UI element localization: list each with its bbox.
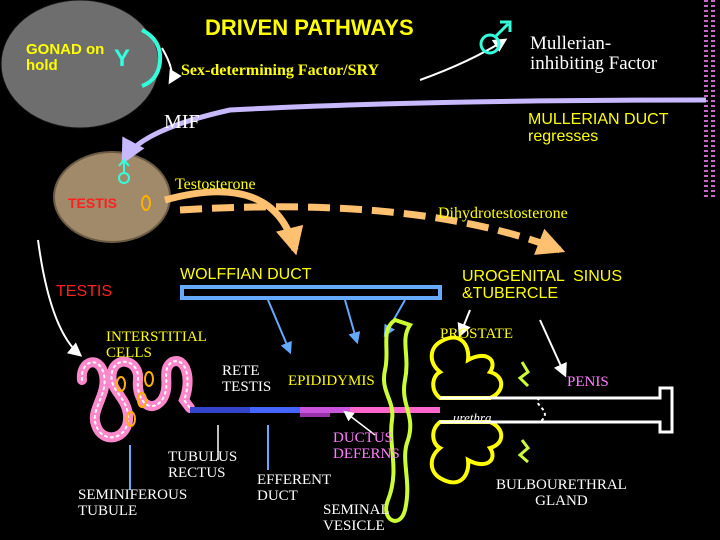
testis-male-icon	[118, 158, 130, 184]
sry-to-mis-arrow	[419, 38, 508, 81]
tubulus-label: TUBULUS RECTUS	[168, 449, 238, 481]
interstitial-label: INTERSTITIAL CELLS	[106, 329, 207, 361]
testis-label-upper: TESTIS	[68, 195, 118, 211]
prostate-lower	[429, 420, 504, 485]
testis-label-lower: TESTIS	[56, 283, 113, 300]
urethra-label: urethra	[453, 410, 492, 425]
mullerian-regress-label: MULLERIAN DUCT regresses	[528, 111, 669, 145]
y-bracket-left	[141, 28, 163, 88]
penis-label: PENIS	[567, 374, 609, 390]
epididymis-label: EPIDIDYMIS	[288, 373, 375, 389]
edge-dot-border	[704, 0, 715, 200]
page-title: DRIVEN PATHWAYS	[205, 15, 414, 40]
rete-label: RETE TESTIS	[222, 363, 272, 395]
y-symbol: Y	[114, 45, 131, 72]
efferent-label: EFFERENT DUCT	[257, 472, 332, 504]
y-to-sry-arrow	[161, 47, 182, 85]
seminiferous-tubule-outline	[80, 360, 191, 439]
interstitial-cell-4	[126, 411, 136, 427]
dht-label: Dihydrotestosterone	[438, 205, 568, 222]
testosterone-arrow	[164, 188, 304, 256]
bulbourethral-gland-bottom	[517, 439, 531, 464]
urogenital-arrow-2	[539, 319, 567, 378]
urogenital-arrow-1	[457, 309, 471, 338]
mif-arrow	[121, 97, 707, 165]
prostate	[429, 335, 504, 400]
seminal-vesicle-label: SEMINAL VESICLE	[323, 502, 390, 534]
bulbourethral-gland-top	[517, 361, 530, 388]
ductus-label: DUCTUS DEFERNS	[333, 430, 400, 462]
seminiferous-tubule-coil	[76, 356, 195, 443]
mis-label: Mullerian- inhibiting Factor	[530, 33, 658, 74]
urogenital-label: UROGENITAL SINUS &TUBERCLE	[462, 268, 623, 302]
ductus-pointer	[343, 410, 376, 436]
seminal-vesicle	[381, 317, 414, 523]
wolffian-duct-bar	[180, 285, 442, 300]
male-symbol-icon	[479, 20, 512, 55]
bulbourethral-label: BULBOURETHRAL GLAND	[496, 477, 627, 509]
urethra-fold	[536, 397, 546, 423]
seminiferous-label: SEMINIFEROUS TUBULE	[78, 487, 188, 519]
interstitial-cell-3	[137, 392, 147, 408]
urethra-tube	[440, 386, 674, 434]
prostate-label: PROSTATE	[440, 326, 513, 342]
gonad-label: GONAD on hold	[26, 41, 105, 74]
wolffian-label: WOLFFIAN DUCT	[180, 266, 312, 283]
mif-label: MIF	[164, 111, 200, 133]
sry-label: Sex-determining Factor/SRY	[181, 62, 380, 79]
interstitial-cell-1	[116, 376, 126, 392]
testis-to-tubule-arrow	[37, 239, 83, 357]
testosterone-label: Testosterone	[175, 176, 256, 193]
wolffian-arrow-1	[267, 299, 292, 355]
wolffian-arrow-2	[344, 299, 361, 345]
interstitial-cell-2	[144, 371, 154, 387]
testis-orange-cell-icon	[141, 195, 151, 211]
